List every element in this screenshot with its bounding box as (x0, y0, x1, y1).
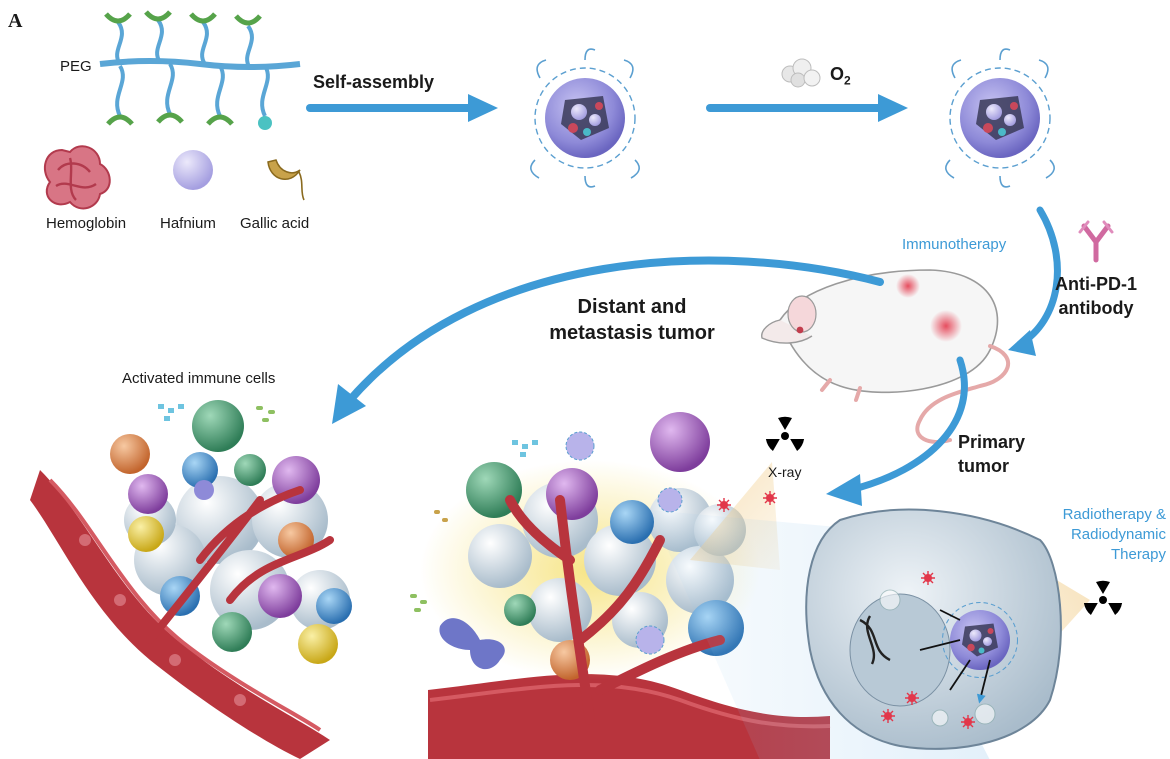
distant-tumor-label: Distant and metastasis tumor (522, 294, 742, 346)
distant-line2: metastasis tumor (549, 322, 715, 344)
primary-line2: tumor (958, 456, 1009, 476)
primary-line1: Primary (958, 432, 1026, 452)
primary-tumor-arrow (826, 356, 968, 506)
tumor-cell-zoom (805, 508, 1062, 750)
radio-line1: Radiotherapy & (1062, 506, 1166, 523)
radiation-icon (1082, 580, 1124, 616)
radio-line3: Therapy (1110, 546, 1166, 563)
injection-arrow (1008, 206, 1061, 356)
hemoglobin-icon (43, 145, 111, 210)
immunotherapy-label: Immunotherapy (902, 236, 1007, 253)
distant-line1: Distant and (577, 296, 687, 318)
radio-line2: Radiodynamic (1070, 526, 1166, 543)
oxygen-symbol: O (830, 64, 845, 84)
activated-immune-label: Activated immune cells (122, 370, 276, 387)
mouse-icon (761, 269, 1011, 444)
peg-label: PEG (60, 58, 92, 75)
anti-pd1-line1: Anti-PD-1 (1055, 274, 1137, 294)
self-assembly-label: Self-assembly (313, 72, 435, 92)
primary-tumor-label: Primary tumor (958, 430, 1025, 478)
systemic-immunity-arrow (332, 256, 884, 424)
anti-pd1-label: Anti-PD-1 antibody (1036, 272, 1156, 320)
oxygen-bubbles-icon (781, 58, 821, 88)
radiation-icon (764, 416, 806, 452)
radiotherapy-label: Radiotherapy & Radiodynamic Therapy (1006, 505, 1166, 565)
hemoglobin-label: Hemoglobin (46, 215, 127, 232)
dna-icon (859, 615, 891, 665)
oxygen-loading-arrow (706, 94, 908, 122)
xray-label: X-ray (768, 464, 802, 480)
anti-pd1-line2: antibody (1058, 298, 1134, 318)
peg-polymer (99, 10, 301, 130)
nanoparticle-oxygenated (945, 48, 1055, 188)
oxygen-label: O2 (830, 64, 851, 88)
gallic-acid-label: Gallic acid (240, 215, 310, 232)
hafnium-label: Hafnium (160, 215, 216, 232)
self-assembly-arrow (306, 94, 498, 122)
panel-label: A (8, 10, 23, 32)
nanoparticle-empty (530, 48, 640, 188)
oxygen-subscript: 2 (844, 73, 851, 88)
antibody-icon (1078, 220, 1114, 263)
hafnium-icon (173, 150, 213, 190)
gallic-acid-icon (267, 159, 305, 201)
distant-tumor-scene (30, 400, 352, 759)
